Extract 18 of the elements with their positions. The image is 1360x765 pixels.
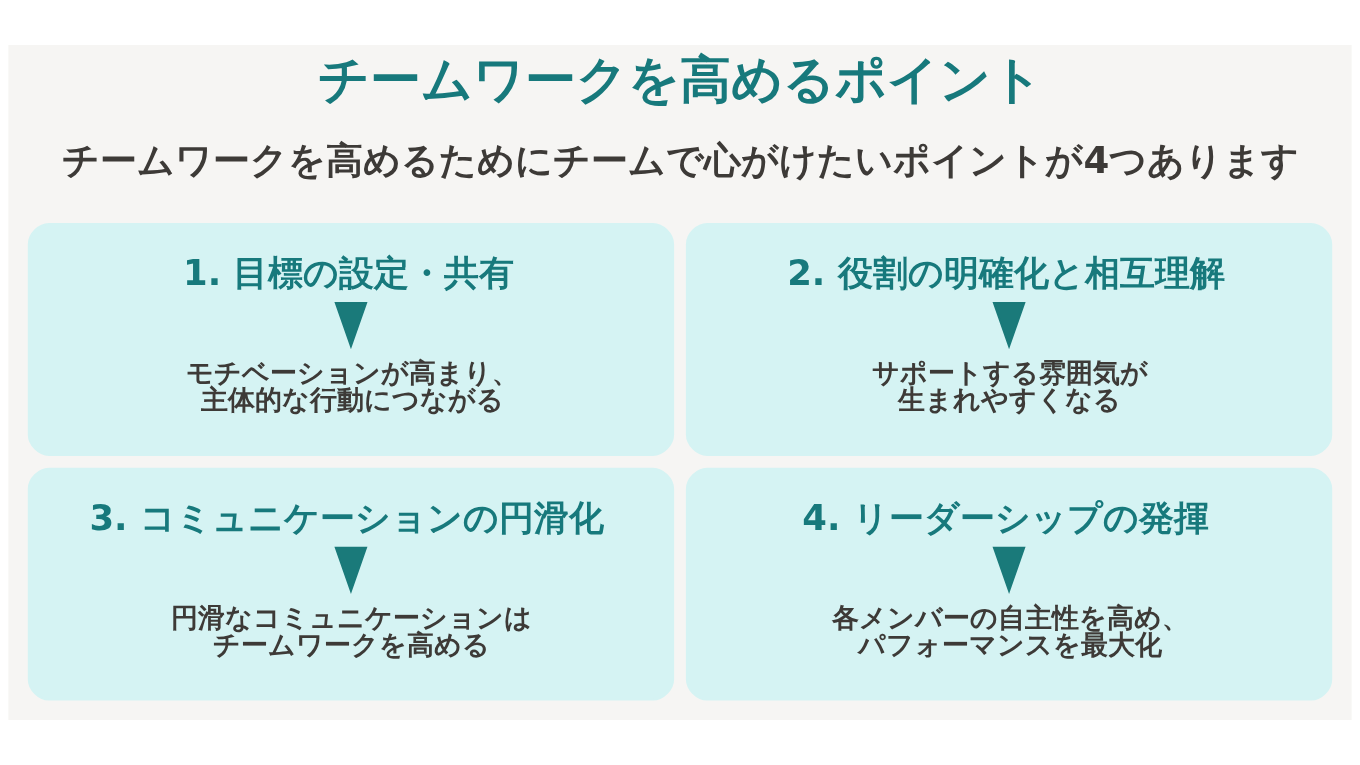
node-text: 2. 役割の明確化と相互理解 [787,252,1225,294]
cluster [685,223,1333,456]
cluster [685,467,1333,701]
label: チームワークを高めるためにチームで心がけたいポイントが4つあります [62,138,1300,182]
cluster [27,467,675,701]
arrow [334,546,368,594]
arrow [334,302,368,350]
node-text: サポートする雰囲気が生まれやすくなる [871,357,1148,416]
arrow [992,546,1026,594]
node-text: 3. コミュニケーションの円滑化 [89,496,604,538]
node-text: 各メンバーの自主性を高め、パフォーマンスを最大化 [831,601,1189,660]
node-text: モチベーションが高まり、主体的な行動につながる [185,357,519,416]
cluster [27,223,675,456]
node-text: 1. 目標の設定・共有 [183,252,515,294]
arrow [992,302,1026,350]
diagram-title: チームワークを高めるポイント [318,50,1044,110]
node-text: 円滑なコミュニケーションはチームワークを高める [171,601,533,660]
node-text: 4. リーダーシップの発揮 [802,496,1209,538]
